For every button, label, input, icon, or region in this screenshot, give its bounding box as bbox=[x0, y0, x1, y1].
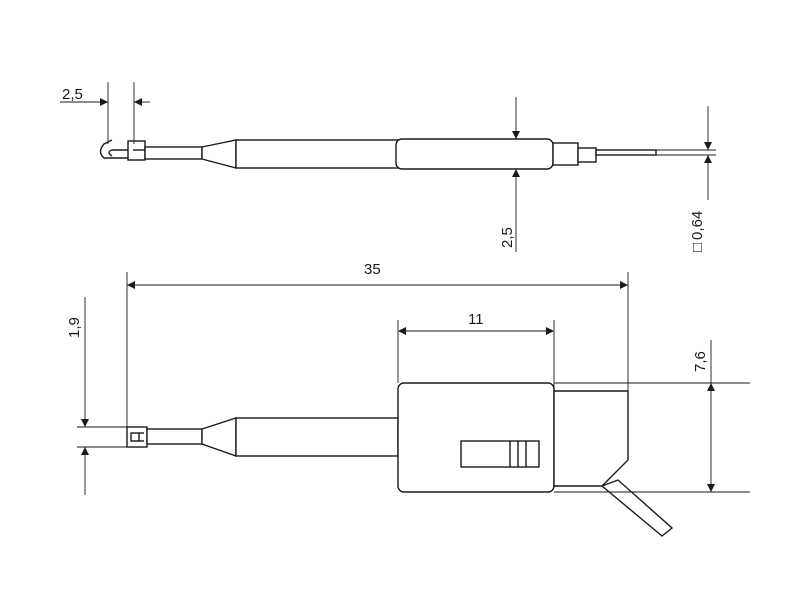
dim-pin-square: 0,64 bbox=[689, 211, 706, 240]
hook-tip bbox=[99, 139, 128, 159]
cable bbox=[600, 479, 674, 537]
svg-text:□0,64: □ 0,64 bbox=[689, 211, 706, 252]
side-taper bbox=[201, 139, 237, 169]
top-connector bbox=[553, 390, 629, 487]
dim-overall-length: 35 bbox=[364, 261, 381, 278]
side-body bbox=[235, 139, 401, 169]
top-shaft bbox=[235, 417, 399, 457]
grip-slider bbox=[460, 440, 540, 468]
dim-tip-width: 1,9 bbox=[66, 317, 83, 338]
top-view: 35 11 1,9 7,6 bbox=[66, 261, 750, 537]
side-rod bbox=[144, 146, 203, 160]
dim-body-diameter: 2,5 bbox=[499, 227, 516, 248]
top-rod bbox=[146, 428, 203, 445]
top-grip bbox=[397, 382, 555, 493]
top-taper bbox=[201, 417, 237, 457]
side-connector bbox=[552, 142, 579, 166]
side-grip bbox=[395, 138, 554, 170]
dim-tip-length: 2,5 bbox=[62, 86, 83, 103]
dim-grip-length: 11 bbox=[468, 311, 484, 328]
square-symbol: □ bbox=[689, 243, 706, 252]
side-view: 2,5 2,5 □ 0,64 bbox=[60, 82, 716, 252]
dim-grip-height: 7,6 bbox=[692, 351, 709, 372]
side-pin bbox=[595, 149, 657, 156]
